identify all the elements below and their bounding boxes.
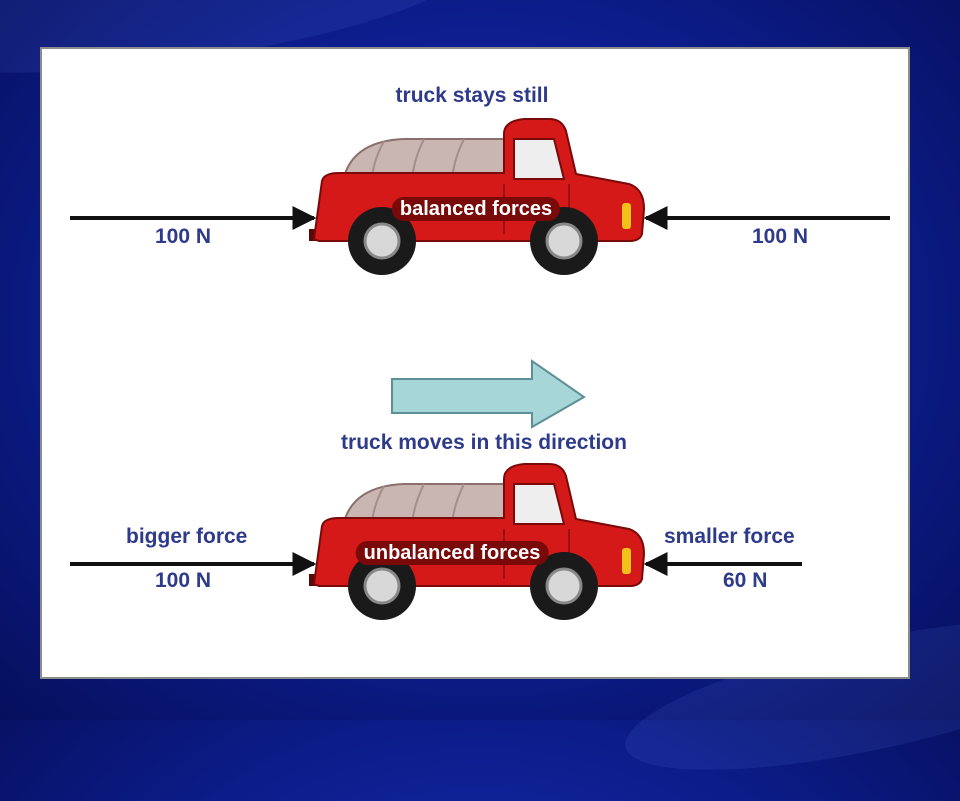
top-truck-label: balanced forces — [391, 197, 561, 221]
top-right-force-value: 100 N — [752, 225, 809, 248]
top-caption: truck stays still — [395, 84, 549, 107]
force-diagram — [70, 117, 890, 622]
bottom-right-force-value: 60 N — [723, 569, 768, 592]
top-left-force-value: 100 N — [155, 225, 212, 248]
bottom-left-force-value: 100 N — [155, 569, 212, 592]
direction-caption: truck moves in this direction — [341, 431, 627, 454]
bottom-left-force-title: bigger force — [126, 525, 248, 548]
bottom-truck-label: unbalanced forces — [355, 541, 549, 565]
diagram-panel: truck stays still balanced forces 100 N … — [40, 47, 910, 679]
bottom-right-force-title: smaller force — [664, 525, 795, 548]
direction-arrow-icon — [391, 359, 586, 429]
